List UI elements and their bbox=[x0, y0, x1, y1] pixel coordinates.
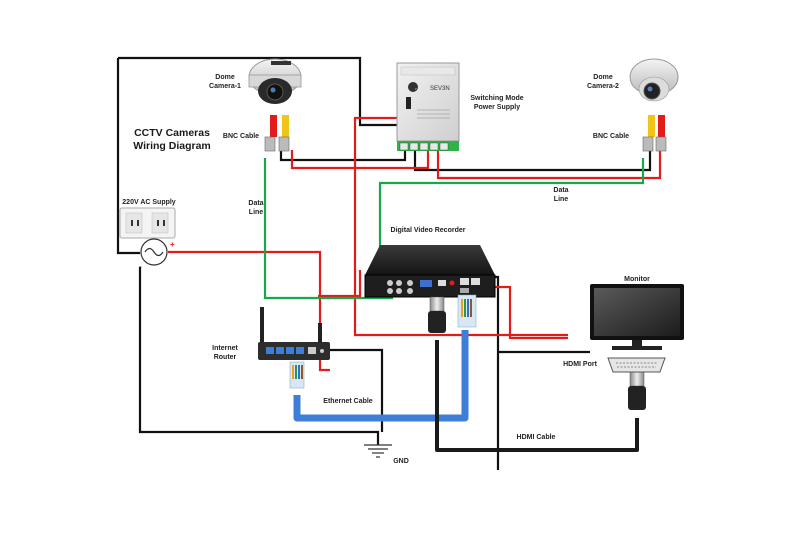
bnc-connector-2 bbox=[642, 115, 667, 152]
data-line-1-label: Data Line bbox=[248, 200, 264, 216]
hdmi-port-label: HDMI Port bbox=[563, 361, 597, 368]
ac-wall-socket[interactable] bbox=[119, 207, 176, 239]
bnc-connector-1 bbox=[264, 115, 290, 152]
psu-label: Switching Mode Power Supply bbox=[470, 95, 524, 111]
hdmi-cable-label: HDMI Cable bbox=[516, 434, 556, 441]
data-line-2-label: Data Line bbox=[553, 187, 569, 203]
router-label: Internet Router bbox=[212, 345, 238, 361]
dvr-label: Digital Video Recorder bbox=[390, 227, 466, 234]
minus-sign: - bbox=[139, 262, 142, 271]
bnc-cable-1-label: BNC Cable bbox=[222, 133, 260, 140]
switching-power-supply[interactable]: 7 SEV3N bbox=[396, 62, 460, 151]
digital-video-recorder[interactable] bbox=[364, 245, 496, 298]
psu-brand-text: SEV3N bbox=[430, 86, 450, 92]
internet-router[interactable] bbox=[258, 307, 330, 360]
camera-1-label: Dome Camera-1 bbox=[209, 74, 241, 90]
ac-source-symbol bbox=[140, 238, 168, 266]
dome-camera-1[interactable] bbox=[248, 58, 302, 104]
gnd-label: GND bbox=[393, 458, 409, 465]
hdmi-port[interactable] bbox=[607, 357, 666, 373]
monitor[interactable] bbox=[590, 284, 684, 350]
rj45-plug-router bbox=[289, 361, 305, 389]
svg-text:7: 7 bbox=[415, 87, 417, 91]
ethernet-cable bbox=[293, 330, 469, 422]
monitor-label: Monitor bbox=[624, 276, 650, 283]
diagram-title: CCTV Cameras Wiring Diagram bbox=[133, 127, 211, 152]
hdmi-plug-dvr bbox=[428, 296, 446, 333]
hdmi-cable bbox=[435, 340, 639, 452]
ethernet-cable-label: Ethernet Cable bbox=[323, 398, 373, 405]
dome-camera-2[interactable] bbox=[629, 58, 679, 102]
bnc-cable-2-label: BNC Cable bbox=[592, 133, 630, 140]
plus-sign: + bbox=[170, 240, 175, 249]
camera-2-label: Dome Camera-2 bbox=[587, 74, 619, 90]
ac-supply-label: 220V AC Supply bbox=[122, 199, 176, 206]
ground-symbol bbox=[364, 444, 392, 458]
hdmi-plug-monitor bbox=[628, 371, 646, 410]
rj45-plug-dvr bbox=[457, 294, 477, 328]
